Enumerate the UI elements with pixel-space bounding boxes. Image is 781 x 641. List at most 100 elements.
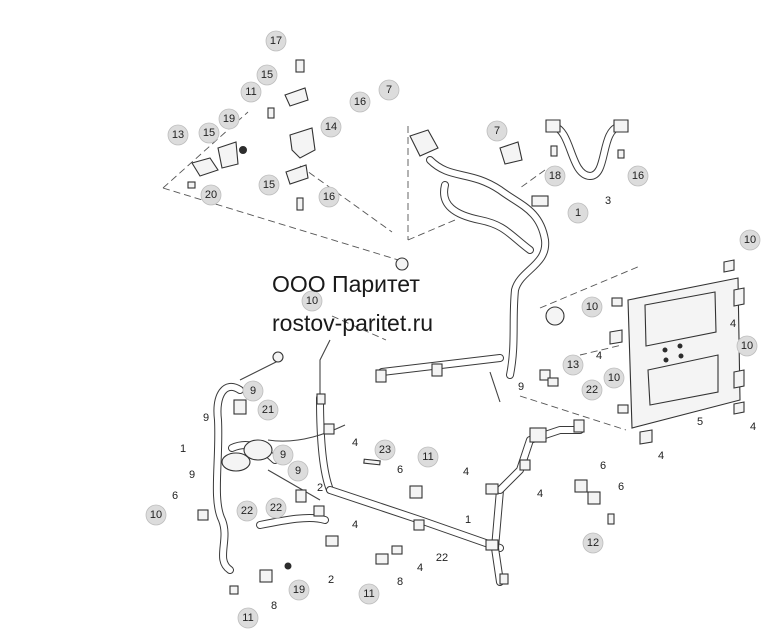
label-1: 1 [180,443,186,455]
label-6: 6 [172,490,178,502]
watermark-company: ООО Паритет [272,271,420,297]
label-4: 4 [417,562,423,574]
callout-23: 23 [374,439,396,461]
callout-11: 11 [240,81,262,103]
label-2: 2 [328,574,334,586]
svg-text:11: 11 [242,612,253,624]
callout-14: 14 [320,116,342,138]
callout-15: 15 [258,174,280,196]
svg-text:19: 19 [223,113,235,125]
svg-text:23: 23 [379,444,391,456]
svg-text:12: 12 [587,537,599,549]
callout-10: 10 [736,335,758,357]
callout-10: 10 [301,290,323,312]
label-4: 4 [596,350,602,362]
label-3: 3 [605,195,611,207]
svg-text:9: 9 [295,465,301,477]
callout-21: 21 [257,399,279,421]
callout-15: 15 [198,122,220,144]
svg-text:17: 17 [270,35,282,47]
callout-17: 17 [265,30,287,52]
svg-text:15: 15 [203,127,215,139]
label-9: 9 [189,469,195,481]
svg-text:7: 7 [386,84,392,96]
svg-text:11: 11 [363,588,374,600]
callout-10: 10 [603,367,625,389]
callout-9: 9 [242,380,264,402]
svg-text:11: 11 [422,451,433,463]
svg-text:10: 10 [741,340,753,352]
callout-19: 19 [288,579,310,601]
callout-11: 11 [237,607,259,629]
svg-text:13: 13 [567,359,579,371]
svg-text:16: 16 [354,96,366,108]
label-4: 4 [750,421,756,433]
callout-10: 10 [581,296,603,318]
label-4: 4 [463,466,469,478]
svg-text:16: 16 [632,170,644,182]
callout-9: 9 [272,444,294,466]
callout-22: 22 [581,379,603,401]
svg-text:11: 11 [245,86,256,98]
label-1: 1 [465,514,471,526]
svg-text:16: 16 [323,191,335,203]
svg-text:13: 13 [172,129,184,141]
svg-text:10: 10 [150,509,162,521]
label-8: 8 [397,576,403,588]
callout-11: 11 [417,446,439,468]
svg-text:9: 9 [280,449,286,461]
svg-text:10: 10 [744,234,756,246]
callout-12: 12 [582,532,604,554]
callout-13: 13 [167,124,189,146]
callout-18: 18 [544,165,566,187]
label-9: 9 [518,381,524,393]
callout-15: 15 [256,64,278,86]
label-9: 9 [203,412,209,424]
label-5: 5 [697,416,703,428]
upper-harness [409,129,550,379]
label-4: 4 [352,519,358,531]
lower-harness [197,257,615,595]
callout-7: 7 [378,79,400,101]
svg-text:10: 10 [586,301,598,313]
svg-text:7: 7 [494,125,500,137]
label-2: 2 [317,482,323,494]
callout-1: 1 [567,202,589,224]
callout-9: 9 [287,460,309,482]
callout-20: 20 [200,184,222,206]
callout-circles: 17 15 11 14 13 15 19 15 16 20 16 7 7 18 … [145,30,761,629]
ground-cable [545,119,629,180]
bracket-assembly [187,59,316,211]
svg-text:14: 14 [325,121,337,133]
svg-text:22: 22 [241,505,253,517]
svg-text:15: 15 [261,69,273,81]
svg-text:19: 19 [293,584,305,596]
mounting-plate [609,259,745,445]
callout-10: 10 [145,504,167,526]
svg-text:20: 20 [205,189,217,201]
svg-text:9: 9 [250,385,256,397]
svg-text:15: 15 [263,179,275,191]
svg-text:18: 18 [549,170,561,182]
watermark-website: rostov-paritet.ru [272,310,434,336]
label-6: 6 [397,464,403,476]
dashed-guide-lines [162,111,641,431]
callout-22: 22 [236,500,258,522]
callout-16: 16 [349,91,371,113]
callout-22: 22 [265,497,287,519]
svg-text:22: 22 [270,502,282,514]
callout-10: 10 [739,229,761,251]
callout-16: 16 [318,186,340,208]
label-6: 6 [618,481,624,493]
callout-11: 11 [358,583,380,605]
label-8: 8 [271,600,277,612]
callout-13: 13 [562,354,584,376]
svg-text:10: 10 [608,372,620,384]
svg-text:1: 1 [575,207,581,219]
svg-text:21: 21 [262,404,274,416]
label-22: 22 [436,552,448,564]
label-4: 4 [658,450,664,462]
label-4: 4 [352,437,358,449]
part-labels: 1 1 3 5 4 4 4 4 4 4 4 4 4 9 9 9 6 6 6 6 … [172,195,756,612]
